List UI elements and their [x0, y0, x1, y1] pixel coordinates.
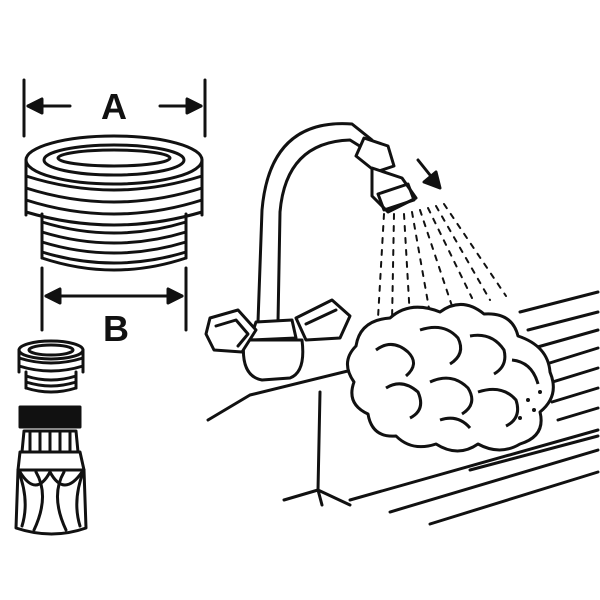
small-adapter-icon — [17, 339, 85, 394]
dimension-a — [22, 78, 207, 138]
label-a: A — [101, 86, 127, 127]
dimension-b — [40, 266, 188, 332]
sink-icon — [206, 290, 600, 526]
mixer-tap-icon — [204, 122, 418, 382]
label-b: B — [103, 308, 129, 349]
vegetables-icon — [346, 303, 555, 453]
flow-arrow-icon — [416, 158, 442, 190]
aerator-nozzle-icon — [14, 405, 88, 536]
water-spray-icon — [377, 203, 507, 323]
threaded-adapter-icon — [24, 134, 204, 272]
